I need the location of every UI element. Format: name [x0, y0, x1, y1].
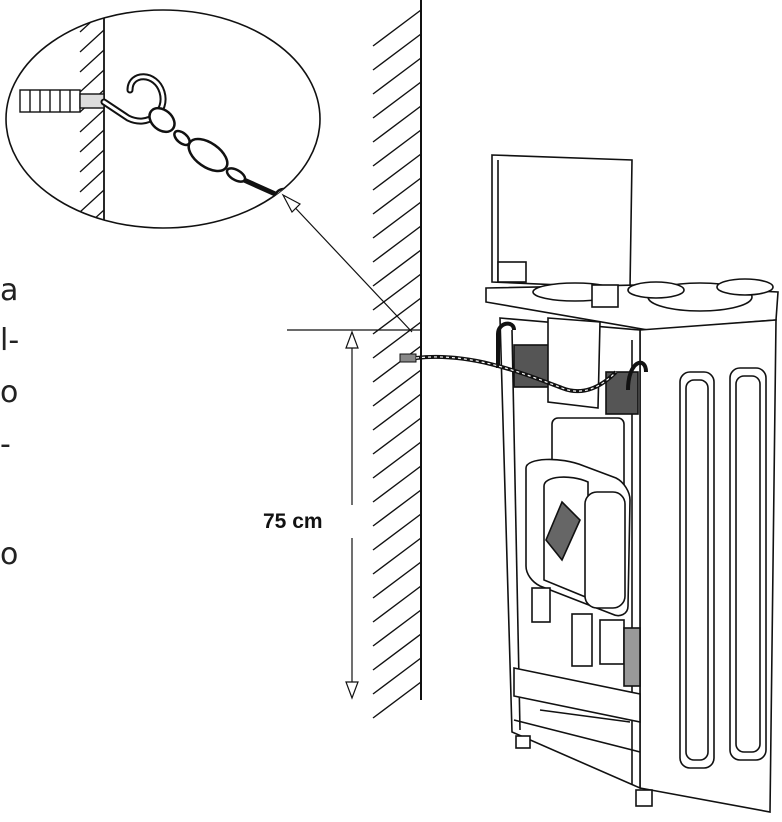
clipped-text-line-4: - [0, 427, 11, 462]
chain-icon [148, 106, 294, 203]
dimension-label: 75 cm [263, 510, 323, 533]
magnifier-detail [5, 9, 413, 333]
height-dimension [287, 329, 422, 700]
clipped-text-line-5: o [0, 537, 19, 572]
safety-chain [399, 353, 618, 394]
clipped-text-line-1: a [0, 273, 19, 308]
clipped-text-line-2: l- [0, 323, 20, 358]
clipped-text-line-3: o [0, 375, 19, 410]
stove-appliance [485, 154, 779, 813]
wall-plug-icon [19, 89, 105, 113]
